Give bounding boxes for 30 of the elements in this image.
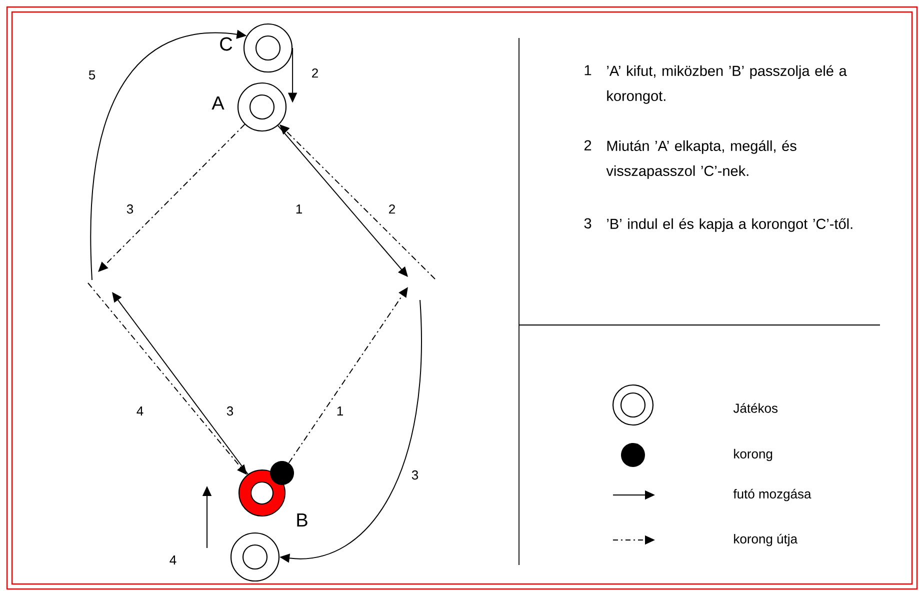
edge-label: 3	[410, 469, 420, 481]
step-number: 3	[584, 218, 592, 228]
note-text: ’B’ indul el és kapja a korongot ’C’-től.	[607, 218, 852, 232]
edge-label: 4	[135, 406, 145, 416]
arrow	[112, 292, 248, 475]
legend-text: korong útja	[734, 534, 798, 546]
legend-text: Játékos	[733, 403, 778, 413]
player-letter: C	[220, 37, 232, 51]
note-text: ’A’ kifut, miközben ’B’ passzolja elé a korongot.	[607, 65, 847, 104]
note-text: Miután ’A’ elkapta, megáll, és visszapasszol ’C’-nek.	[606, 140, 796, 179]
step-number: 1	[584, 65, 592, 76]
player-symbol	[230, 532, 280, 582]
edge-label: 2	[310, 67, 320, 79]
edge-label: 5	[87, 69, 97, 81]
puck	[270, 461, 294, 485]
edge-label: 1	[335, 406, 345, 416]
player-letter: A	[212, 96, 224, 110]
arrow	[98, 124, 246, 272]
legend-text: futó mozgása	[733, 488, 812, 502]
edge-label: 3	[225, 405, 235, 417]
edge-label: 3	[125, 203, 135, 215]
arrow	[278, 125, 408, 277]
step-number: 4	[170, 556, 176, 564]
step-number: 2	[584, 140, 592, 150]
edge-label: 2	[387, 203, 397, 215]
player-symbol	[243, 23, 293, 73]
legend-text: korong	[734, 448, 772, 462]
player-letter: B	[297, 513, 308, 527]
edge-label: 1	[294, 204, 304, 214]
player-symbol	[237, 82, 287, 132]
